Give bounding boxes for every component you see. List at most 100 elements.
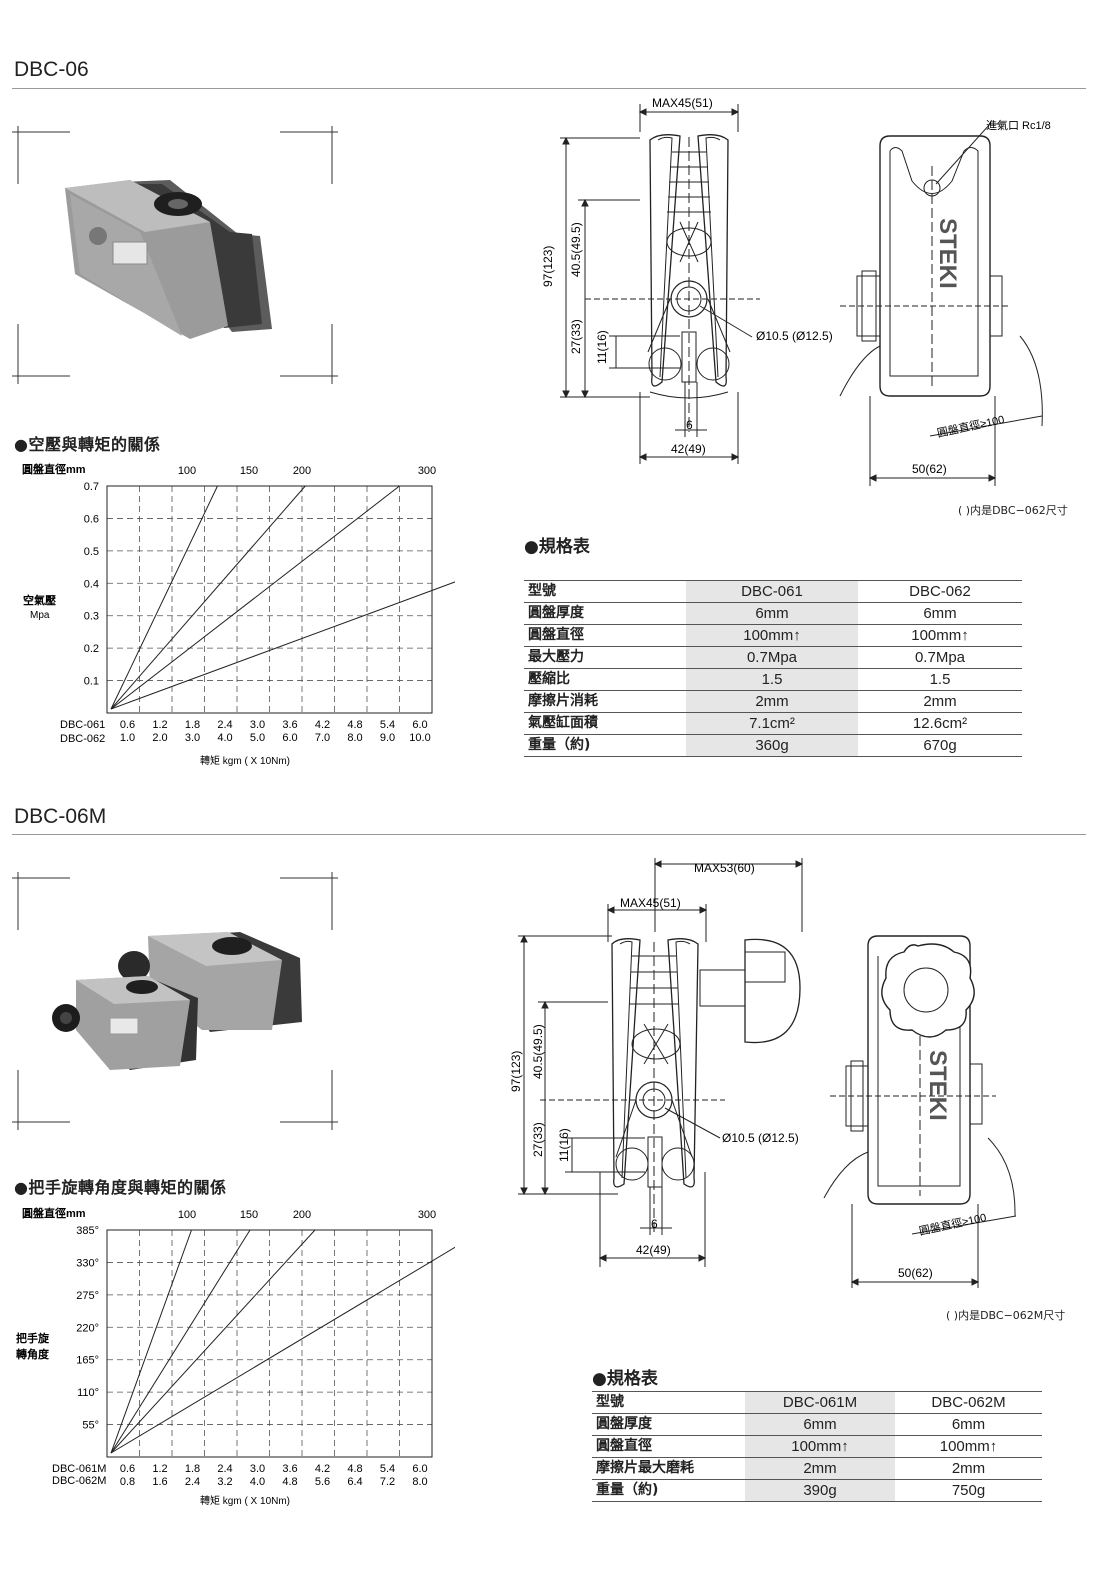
chart-y-label-2: Mpa <box>30 610 50 621</box>
x-tick-label: 3.6 <box>282 1463 297 1475</box>
x-tick-label: 2.4 <box>185 1476 200 1488</box>
spec-label: 圓盤厚度 <box>524 602 686 625</box>
section-title: DBC-06M <box>14 805 107 828</box>
spec-value-b: 2mm <box>895 1457 1042 1480</box>
spec-label: 圓盤直徑 <box>524 624 686 647</box>
x-tick-label: 3.0 <box>250 1463 265 1475</box>
spec-value-a: 7.1cm² <box>686 712 858 735</box>
top-tick-label: 100 <box>178 1209 196 1221</box>
x-tick-label: 8.0 <box>412 1476 427 1488</box>
x-tick-label: 4.8 <box>347 719 362 731</box>
chart-x-axis-label: 轉矩 kgm ( X 10Nm) <box>200 754 290 767</box>
chart-x-row1-label: DBC-061 <box>60 719 105 731</box>
spec-title: ●規格表 <box>524 537 590 557</box>
x-tick-label: 1.8 <box>185 1463 200 1475</box>
chart-x-row2-label: DBC-062 <box>60 733 105 745</box>
dim-height-upper: 40.5(49.5) <box>569 222 583 277</box>
spec-value-a: 390g <box>745 1479 895 1502</box>
dim-width2: 50(62) <box>912 462 947 476</box>
dim-height-small: 11(16) <box>595 330 609 364</box>
spec-value-b: 6mm <box>858 602 1022 625</box>
chart-top-axis-label: 圓盤直徑mm <box>22 1206 86 1220</box>
y-tick-label: 165° <box>76 1355 99 1367</box>
section-divider <box>12 88 1086 89</box>
series-line <box>110 1246 455 1454</box>
y-tick-label: 385° <box>76 1225 99 1237</box>
product-photo <box>12 872 338 1130</box>
spec-value-b: 12.6cm² <box>858 712 1022 735</box>
y-tick-label: 220° <box>76 1322 99 1334</box>
dim-max-width: MAX45(51) <box>652 96 713 110</box>
x-tick-label: 5.0 <box>250 732 265 744</box>
x-tick-label: 10.0 <box>409 732 430 744</box>
top-tick-label: 300 <box>418 465 436 477</box>
dim-small-width: 6 <box>651 1217 658 1231</box>
spec-value-a: 2mm <box>686 690 858 713</box>
spec-value-a: 100mm↑ <box>686 624 858 647</box>
dim-width2: 50(62) <box>898 1266 933 1280</box>
x-tick-label: 6.0 <box>412 1463 427 1475</box>
x-tick-label: 4.0 <box>250 1476 265 1488</box>
product-photo <box>12 126 338 384</box>
y-tick-label: 275° <box>76 1290 99 1302</box>
y-tick-label: 0.6 <box>84 513 99 525</box>
x-tick-label: 2.4 <box>217 1463 232 1475</box>
x-tick-label: 4.0 <box>217 732 232 744</box>
top-tick-label: 300 <box>418 1209 436 1221</box>
x-tick-label: 8.0 <box>347 732 362 744</box>
x-tick-label: 1.2 <box>152 1463 167 1475</box>
spec-label: 圓盤直徑 <box>592 1435 745 1458</box>
spec-value-a: 1.5 <box>686 668 858 691</box>
top-tick-label: 100 <box>178 465 196 477</box>
x-tick-label: 2.4 <box>217 719 232 731</box>
spec-value-b: 2mm <box>858 690 1022 713</box>
spec-label: 重量（約) <box>524 734 686 757</box>
x-tick-label: 7.2 <box>380 1476 395 1488</box>
dim-height-lower: 27(33) <box>569 319 583 354</box>
chart-top-axis-label: 圓盤直徑mm <box>22 462 86 476</box>
chart-title: ●把手旋轉角度與轉矩的關係 <box>14 1178 227 1197</box>
chart-x-row1-label: DBC-061M <box>52 1463 106 1475</box>
spec-value-b: DBC-062 <box>858 580 1022 603</box>
x-tick-label: 0.8 <box>120 1476 135 1488</box>
dim-height-small: 11(16) <box>557 1128 571 1162</box>
spec-value-b: 6mm <box>895 1413 1042 1436</box>
brand-text: STEKI <box>924 1050 951 1121</box>
spec-value-a: 360g <box>686 734 858 757</box>
x-tick-label: 0.6 <box>120 1463 135 1475</box>
spec-title: ●規格表 <box>592 1369 658 1389</box>
top-tick-label: 200 <box>293 1209 311 1221</box>
spec-label: 壓縮比 <box>524 668 686 691</box>
y-tick-label: 0.4 <box>84 578 99 590</box>
x-tick-label: 5.6 <box>315 1476 330 1488</box>
x-tick-label: 6.0 <box>412 719 427 731</box>
series-line <box>110 1229 251 1454</box>
top-tick-label: 200 <box>293 465 311 477</box>
y-tick-label: 0.7 <box>84 481 99 493</box>
x-tick-label: 7.0 <box>315 732 330 744</box>
x-tick-label: 5.4 <box>380 719 395 731</box>
top-tick-label: 150 <box>240 1209 258 1221</box>
x-tick-label: 1.0 <box>120 732 135 744</box>
x-tick-label: 3.0 <box>250 719 265 731</box>
side-view-drawing: MAX53(60) MAX45(51) 97(123) 40.5(49.5) 2… <box>509 858 804 1267</box>
section-title: DBC-06 <box>14 58 89 81</box>
dim-height-upper: 40.5(49.5) <box>531 1024 545 1079</box>
spec-value-b: 1.5 <box>858 668 1022 691</box>
series-line <box>110 485 306 710</box>
spec-value-a: 0.7Mpa <box>686 646 858 669</box>
dimension-note: ( )内是DBC−062M尺寸 <box>946 1309 1066 1322</box>
series-line <box>110 485 218 710</box>
x-tick-label: 1.6 <box>152 1476 167 1488</box>
spec-label: 重量（約) <box>592 1479 745 1502</box>
x-tick-label: 3.2 <box>217 1476 232 1488</box>
y-tick-label: 110° <box>77 1387 99 1399</box>
x-tick-label: 4.8 <box>347 1463 362 1475</box>
y-tick-label: 55° <box>82 1420 99 1432</box>
